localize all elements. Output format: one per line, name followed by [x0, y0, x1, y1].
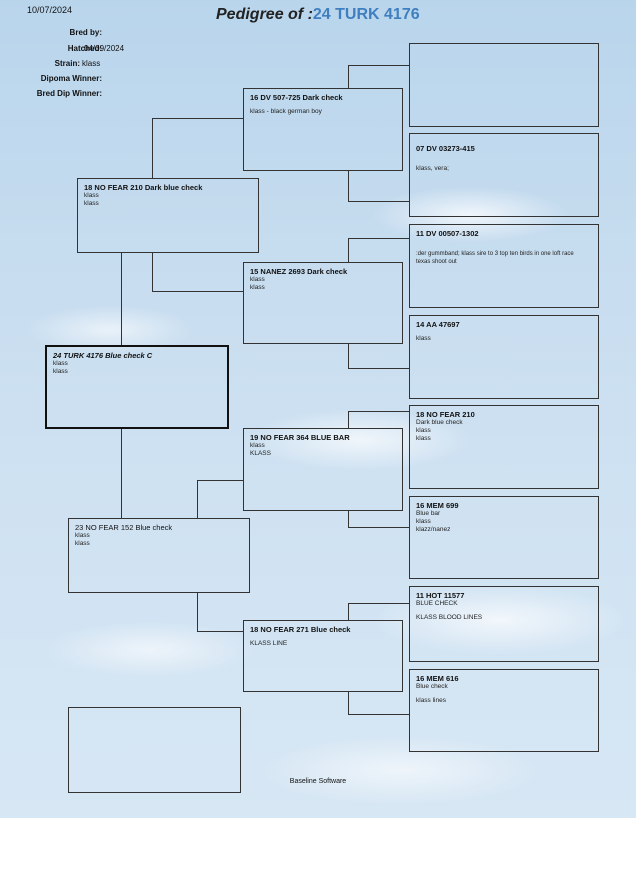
dam-sire-line: klass — [250, 442, 265, 449]
connector-line — [121, 428, 122, 518]
dam-dam-title: 18 NO FEAR 271 Blue check — [250, 625, 351, 634]
sire-sire-line: klass - black german boy — [250, 108, 322, 115]
great-grandparent-title: 18 NO FEAR 210 — [416, 410, 475, 419]
connector-line — [152, 118, 243, 119]
great-grandparent-box-6[interactable]: 16 MEM 699 Blue bar klass klazz/nanez — [409, 496, 599, 579]
connector-line — [152, 291, 243, 292]
great-grandparent-line: klass — [416, 435, 431, 442]
dam-dam-line: KLASS LINE — [250, 640, 288, 647]
great-grandparent-line: Dark blue check — [416, 419, 463, 426]
connector-line — [348, 603, 349, 620]
great-grandparent-box-4[interactable]: 14 AA 47697 klass — [409, 315, 599, 399]
dam-dam-box[interactable]: 18 NO FEAR 271 Blue check KLASS LINE — [243, 620, 403, 692]
connector-line — [197, 593, 198, 631]
connector-line — [348, 368, 409, 369]
dam-line: klass — [75, 532, 90, 539]
dam-sire-box[interactable]: 19 NO FEAR 364 BLUE BAR klass KLASS — [243, 428, 403, 511]
sire-sire-title: 16 DV 507-725 Dark check — [250, 93, 343, 102]
connector-line — [348, 201, 409, 202]
title-bird-number: 24 TURK 4176 — [312, 6, 420, 23]
great-grandparent-box-3[interactable]: 11 DV 00507-1302 :der gummband; klass si… — [409, 224, 599, 308]
great-grandparent-box-7[interactable]: 11 HOT 11577 BLUE CHECK KLASS BLOOD LINE… — [409, 586, 599, 662]
connector-line — [348, 238, 349, 262]
great-grandparent-title: 11 DV 00507-1302 — [416, 229, 479, 238]
great-grandparent-box-2[interactable]: 07 DV 03273-415 klass, vera; — [409, 133, 599, 217]
sire-box[interactable]: 18 NO FEAR 210 Dark blue check klass kla… — [77, 178, 259, 253]
great-grandparent-title: 11 HOT 11577 — [416, 591, 465, 600]
pedigree-sheet: 10/07/2024 Pedigree of :24 TURK 4176 Bre… — [0, 0, 636, 818]
great-grandparent-title: 16 MEM 699 — [416, 501, 459, 510]
connector-line — [348, 603, 409, 604]
sire-line: klass — [84, 200, 99, 207]
subject-bird-line: klass — [53, 360, 68, 367]
great-grandparent-line: KLASS BLOOD LINES — [416, 614, 483, 621]
subject-bird-title: 24 TURK 4176 Blue check C — [53, 351, 153, 360]
connector-line — [152, 253, 153, 291]
great-grandparent-line: texas shoot out — [416, 259, 457, 265]
sire-dam-line: klass — [250, 284, 265, 291]
great-grandparent-line: klass lines — [416, 697, 446, 704]
connector-line — [348, 714, 409, 715]
connector-line — [348, 344, 349, 368]
strain-label: Strain: — [54, 59, 80, 68]
great-grandparent-line: klass, vera; — [416, 165, 449, 172]
sire-sire-box[interactable]: 16 DV 507-725 Dark check klass - black g… — [243, 88, 403, 171]
dam-box[interactable]: 23 NO FEAR 152 Blue check klass klass — [68, 518, 250, 593]
great-grandparent-title: 07 DV 03273-415 — [416, 144, 475, 153]
footer-software-credit: Baseline Software — [289, 778, 347, 785]
sire-line: klass — [84, 192, 99, 199]
connector-line — [348, 411, 409, 412]
great-grandparent-box-5[interactable]: 18 NO FEAR 210 Dark blue check klass kla… — [409, 405, 599, 489]
connector-line — [348, 692, 349, 714]
subject-bird-line: klass — [53, 368, 68, 375]
great-grandparent-box-1[interactable] — [409, 43, 599, 127]
notes-box[interactable] — [68, 707, 241, 793]
subject-bird-box[interactable]: 24 TURK 4176 Blue check C klass klass — [45, 345, 229, 429]
dam-title: 23 NO FEAR 152 Blue check — [75, 523, 173, 532]
great-grandparent-title: 14 AA 47697 — [416, 320, 460, 329]
connector-line — [121, 253, 122, 345]
page-title: Pedigree of :24 TURK 4176 — [216, 6, 420, 24]
great-grandparent-line: BLUE CHECK — [416, 600, 458, 607]
sire-dam-title: 15 NANEZ 2693 Dark check — [250, 267, 348, 276]
connector-line — [197, 480, 198, 518]
connector-line — [197, 480, 243, 481]
great-grandparent-line: klazz/nanez — [416, 526, 451, 533]
bred-by-label: Bred by: — [69, 28, 102, 37]
connector-line — [152, 118, 153, 178]
sire-dam-box[interactable]: 15 NANEZ 2693 Dark check klass klass — [243, 262, 403, 344]
great-grandparent-line: klass — [416, 427, 431, 434]
great-grandparent-line: Blue check — [416, 683, 448, 690]
title-prefix: Pedigree of : — [216, 6, 313, 23]
connector-line — [348, 65, 349, 88]
dam-sire-line: KLASS — [250, 450, 271, 457]
connector-line — [348, 527, 409, 528]
print-date: 10/07/2024 — [27, 5, 73, 15]
connector-line — [348, 171, 349, 201]
great-grandparent-line: :der gummband; klass sire to 3 top ten b… — [416, 251, 574, 257]
connector-line — [197, 631, 243, 632]
great-grandparent-line: klass — [416, 335, 431, 342]
diploma-winner-label: Dipoma Winner: — [40, 74, 102, 83]
great-grandparent-line: Blue bar — [416, 510, 441, 517]
great-grandparent-line: klass — [416, 518, 431, 525]
sire-title: 18 NO FEAR 210 Dark blue check — [84, 183, 203, 192]
great-grandparent-box-8[interactable]: 16 MEM 616 Blue check klass lines — [409, 669, 599, 752]
bred-dip-winner-label: Bred Dip Winner: — [36, 89, 102, 98]
connector-line — [348, 238, 409, 239]
connector-line — [348, 511, 349, 527]
dam-line: klass — [75, 540, 90, 547]
dam-sire-title: 19 NO FEAR 364 BLUE BAR — [250, 433, 350, 442]
great-grandparent-title: 16 MEM 616 — [416, 674, 459, 683]
hatched-label: Hatched: — [67, 44, 102, 53]
strain-value: klass — [82, 59, 101, 68]
connector-line — [348, 411, 349, 428]
hatched-value: 04/09/2024 — [84, 44, 125, 53]
sire-dam-line: klass — [250, 276, 265, 283]
connector-line — [348, 65, 409, 66]
